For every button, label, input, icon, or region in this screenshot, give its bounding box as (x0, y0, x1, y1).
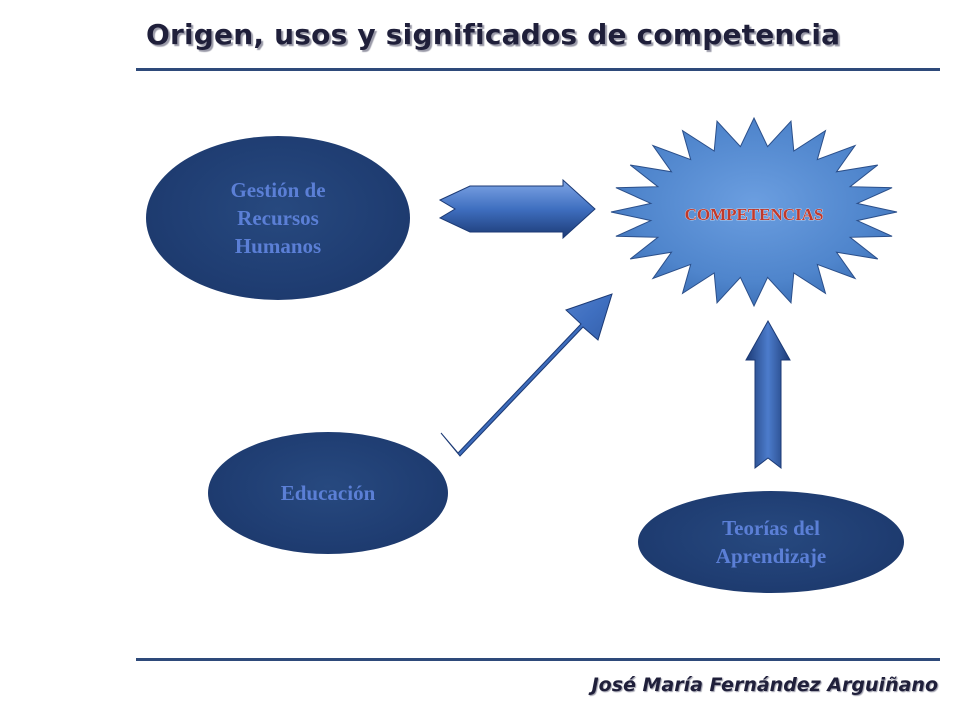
node-gestion-recursos-humanos: Gestión de Recursos Humanos (146, 136, 410, 300)
node-label: Educación (280, 481, 376, 505)
arrow-hr-to-competencias (438, 178, 596, 240)
author-credit: José María Fernández Arguiñano (591, 674, 938, 696)
node-educacion: Educación (208, 432, 448, 554)
arrow-theory-to-competencias (745, 319, 791, 470)
node-label: Teorías del Aprendizaje (715, 516, 827, 568)
competencias-label: COMPETENCIAS (685, 205, 824, 224)
arrow-edu-to-competencias (440, 293, 613, 457)
footer-rule (136, 658, 940, 661)
slide-title: Origen, usos y significados de competenc… (146, 18, 841, 51)
competencias-starburst (610, 116, 898, 308)
node-teorias-aprendizaje: Teorías del Aprendizaje (638, 491, 904, 593)
node-label: Gestión de Recursos Humanos (230, 178, 326, 258)
title-rule (136, 68, 940, 71)
